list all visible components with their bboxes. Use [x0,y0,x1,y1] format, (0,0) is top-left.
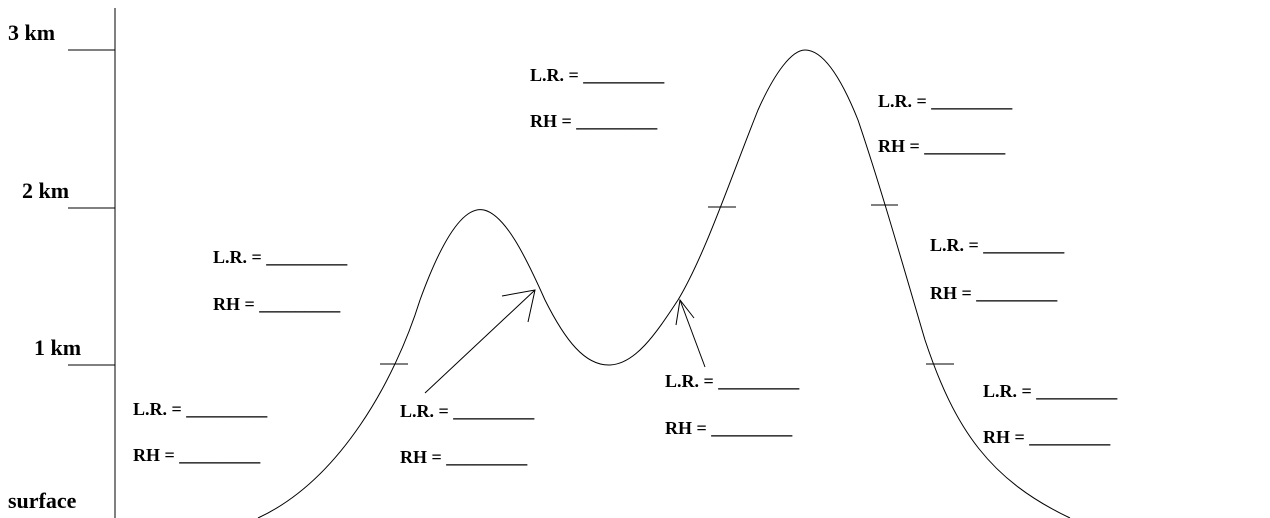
mountain-profile [257,49,1071,518]
arrow-line [679,299,706,368]
arrow-head-icon [675,298,695,326]
lapse-rate-field: L.R. = _________ [983,381,1118,401]
relative-humidity-field: RH = _________ [400,447,528,467]
lapse-rate-field: L.R. = _________ [930,235,1065,255]
altitude-label-3km: 3 km [8,20,56,45]
relative-humidity-field: RH = _________ [665,418,793,438]
relative-humidity-field: RH = _________ [133,445,261,465]
altitude-label-1km: 1 km [34,335,82,360]
lapse-rate-field: L.R. = _________ [878,91,1013,111]
arrow-line [424,289,536,394]
lapse-rate-field: L.R. = _________ [133,399,268,419]
lapse-rate-field: L.R. = _________ [213,247,348,267]
relative-humidity-field: RH = _________ [878,136,1006,156]
lapse-rate-field: L.R. = _________ [530,65,665,85]
altitude-label-2km: 2 km [22,178,70,203]
arrow-head-icon [501,289,536,323]
relative-humidity-field: RH = _________ [530,111,658,131]
relative-humidity-field: RH = _________ [213,294,341,314]
altitude-label-surface: surface [8,488,77,513]
lapse-rate-field: L.R. = _________ [400,401,535,421]
lapse-rate-field: L.R. = _________ [665,371,800,391]
relative-humidity-field: RH = _________ [930,283,1058,303]
relative-humidity-field: RH = _________ [983,427,1111,447]
